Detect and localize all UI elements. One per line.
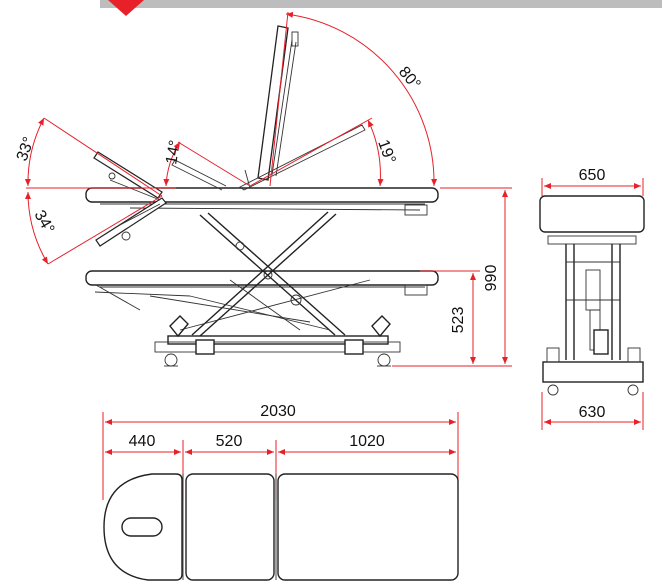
angle-19-label: 19° [374, 138, 398, 167]
height-min-label: 523 [450, 307, 467, 334]
side-view: 990 523 80° 19° 14° 33° 34° [14, 11, 512, 367]
top-banner [100, 0, 662, 8]
angle-14-label: 14° [163, 139, 184, 166]
angle-34-label: 34° [31, 208, 58, 237]
arc-14 [163, 141, 181, 187]
face-hole [121, 517, 163, 537]
arc-33 [24, 117, 45, 187]
end-top-surface [539, 195, 645, 233]
arc-19 [367, 119, 384, 187]
angle-80-label: 80° [395, 64, 424, 93]
length-leg-label: 1020 [349, 433, 385, 450]
base-frame [154, 315, 401, 367]
marker-triangle [108, 0, 144, 16]
end-base [542, 361, 644, 383]
length-seat-label: 520 [216, 433, 243, 450]
arc-80 [285, 11, 438, 187]
top-view: 2030 440 520 1020 [102, 403, 459, 581]
headrest-down [95, 197, 167, 247]
height-max-label: 990 [483, 265, 500, 292]
length-head-label: 440 [129, 433, 156, 450]
seat-section [185, 473, 275, 581]
end-view: 650 630 [539, 167, 645, 430]
width-top-label: 650 [579, 167, 606, 184]
top-surface-low [85, 270, 439, 286]
arc-34 [25, 191, 49, 265]
scissor-mechanism [149, 211, 371, 337]
leg-section [277, 473, 459, 581]
width-base-label: 630 [579, 404, 606, 421]
angle-33-label: 33° [14, 135, 38, 164]
top-surface-high [85, 187, 439, 203]
length-total-label: 2030 [260, 403, 296, 420]
